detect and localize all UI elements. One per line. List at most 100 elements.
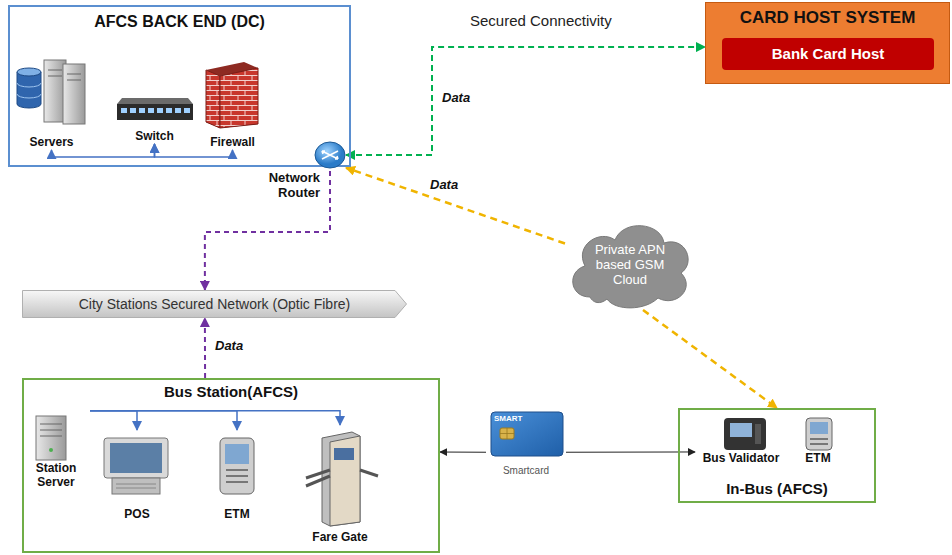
icon-part <box>206 62 258 128</box>
icon-part <box>40 424 62 436</box>
icon-part <box>49 448 53 452</box>
node-caption: Smartcard <box>503 465 549 477</box>
node-label: Network Router <box>250 171 320 201</box>
node-label: Bus Validator <box>703 452 780 466</box>
node-label: Private APN based GSM Cloud <box>586 237 674 288</box>
pos-item: POS <box>98 430 176 522</box>
connector <box>566 451 695 452</box>
node-label: ETM <box>805 452 830 466</box>
edge-label: Data <box>428 177 460 192</box>
icon-part <box>17 72 41 108</box>
icon-part <box>724 418 766 450</box>
icon-part <box>730 423 752 437</box>
server-item: Servers <box>14 55 89 150</box>
backend-box: AFCS BACK END (DC) Servers Switch Firewall <box>8 5 351 167</box>
icon-part <box>17 68 41 76</box>
switch-port <box>166 108 172 113</box>
icon-part <box>48 70 81 80</box>
connector <box>346 168 565 244</box>
firewall-item: Firewall <box>200 55 265 150</box>
etm-icon <box>806 418 832 450</box>
smartcard-icon <box>491 412 563 456</box>
icon-part <box>36 416 66 460</box>
validator-icon <box>724 418 766 450</box>
icon-part <box>220 68 258 128</box>
node-label: City Stations Secured Network (Optic Fib… <box>79 296 351 312</box>
icon-part <box>491 412 563 456</box>
node-label: Fare Gate <box>312 531 367 545</box>
node-label: Bus Station(AFCS) <box>164 380 298 400</box>
fare-gate-icon <box>306 432 378 526</box>
etm-icon <box>220 438 254 494</box>
icon-part <box>117 98 193 104</box>
connector <box>204 318 206 378</box>
icon-part <box>104 438 168 478</box>
switch-port <box>121 108 127 113</box>
icon-part <box>334 448 354 460</box>
node-label: Firewall <box>210 136 255 150</box>
edge-label: Data <box>213 338 245 353</box>
node-label: ETM <box>224 508 249 522</box>
connector <box>643 310 777 408</box>
switch-item: Switch <box>112 92 197 144</box>
icon-part <box>63 64 85 124</box>
connector <box>346 47 705 155</box>
icon-part <box>117 104 193 120</box>
switch-port <box>148 108 154 113</box>
switch-port <box>175 108 181 113</box>
firewall-icon <box>206 62 258 128</box>
switch-port <box>157 108 163 113</box>
station-server-icon <box>36 416 66 460</box>
pos-icon <box>104 438 168 494</box>
icon-part <box>806 418 832 450</box>
router-arrows <box>322 151 338 159</box>
icon-part <box>810 422 828 434</box>
connection-note: Secured Connectivity <box>468 12 614 29</box>
node-label: POS <box>124 508 149 522</box>
station-box: Bus Station(AFCS) Station ServerPOS ETM Far… <box>22 378 440 553</box>
connector <box>440 452 486 453</box>
icon-part <box>226 470 248 482</box>
router-shape <box>314 139 346 171</box>
node-label: In-Bus (AFCS) <box>726 480 828 501</box>
icon-part <box>112 478 160 494</box>
icon-part <box>810 439 828 444</box>
validator-item: Bus Validator <box>695 414 787 466</box>
connector <box>205 171 330 290</box>
switch-ports <box>121 108 190 113</box>
edge-label: Data <box>440 90 472 105</box>
switch-port <box>139 108 145 113</box>
node-label: Station Server <box>22 462 90 490</box>
smartcard-item: SMART Smartcard <box>486 410 566 476</box>
node-label: SMART <box>494 414 522 423</box>
icon-part <box>322 432 360 526</box>
node-label: Bank Card Host <box>772 45 885 62</box>
router-icon <box>315 142 345 168</box>
etm-item: ETM <box>208 430 266 522</box>
connector <box>90 411 340 425</box>
fare-gate-item: Fare Gate <box>298 425 382 545</box>
etm-item: ETM <box>795 414 841 466</box>
switch-port <box>184 108 190 113</box>
icon-part <box>206 70 220 128</box>
icon-part <box>116 484 156 488</box>
band-shape <box>23 291 407 318</box>
station-server-item: Station Server <box>22 400 90 490</box>
icon-part <box>500 428 514 439</box>
gsm-cloud: Private APN based GSM Cloud <box>565 215 695 310</box>
icon-part <box>225 444 249 464</box>
switch-port <box>130 108 136 113</box>
node-label: CARD HOST SYSTEM <box>740 3 916 28</box>
router-node: Network Router <box>314 139 346 171</box>
bus-box: In-Bus (AFCS) Bus Validator ETM <box>678 408 876 503</box>
node-label: AFCS BACK END (DC) <box>94 7 265 31</box>
host-box: CARD HOST SYSTEM Bank Card Host <box>705 2 950 84</box>
icon-part <box>330 436 360 526</box>
icon-part <box>220 438 254 494</box>
node-label: Servers <box>29 136 73 150</box>
connector <box>90 411 237 430</box>
icon-part <box>110 443 162 473</box>
icon-part <box>755 424 761 444</box>
node-label: Switch <box>135 130 174 144</box>
icon-part <box>17 83 41 98</box>
